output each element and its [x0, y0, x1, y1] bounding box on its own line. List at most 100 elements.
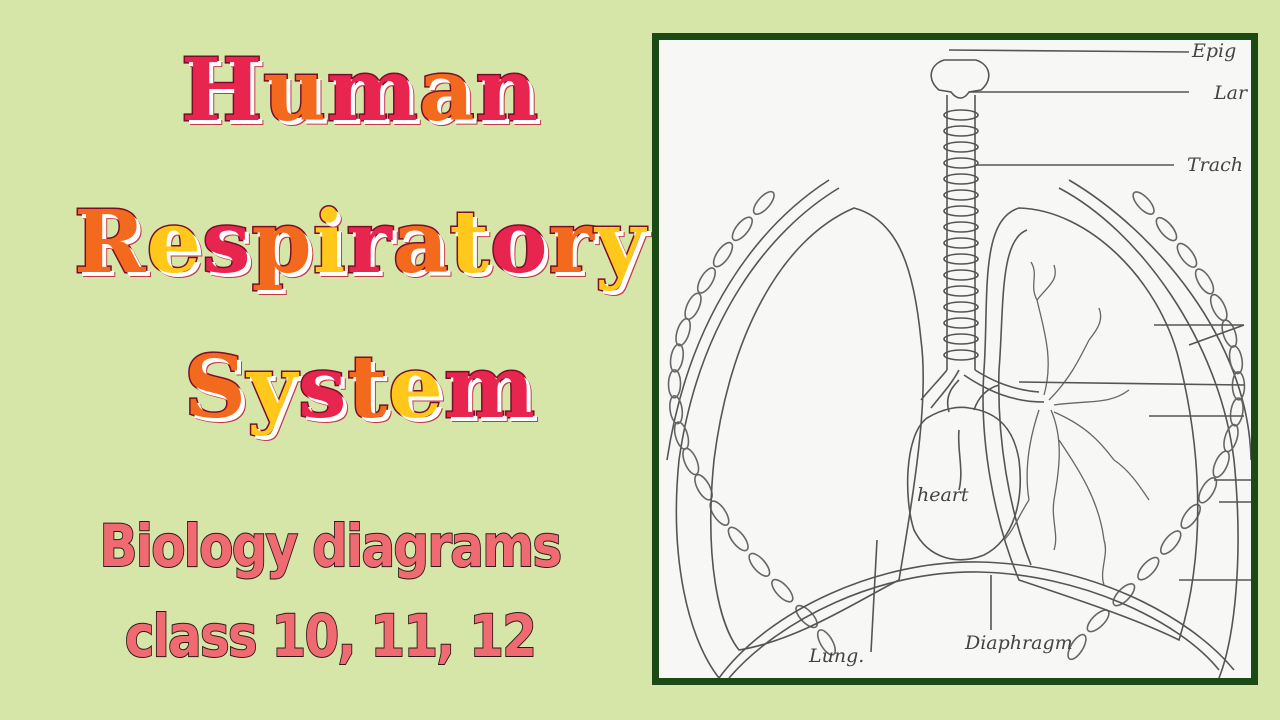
title-letter: s	[297, 337, 348, 438]
rib-link	[752, 190, 775, 215]
title-word-respiratory: Respiratory	[73, 198, 647, 287]
label-trachea: Trach	[1187, 154, 1243, 176]
title-letter: a	[391, 192, 450, 293]
rib-link	[1155, 216, 1178, 242]
bronchus-right	[963, 369, 1045, 403]
title-letter: p	[250, 192, 313, 293]
label-line-epiglottis	[948, 49, 1190, 53]
rib-link	[748, 552, 771, 577]
trachea-ring	[943, 333, 979, 345]
trachea-ring	[943, 253, 979, 265]
title-letter: H	[179, 40, 264, 141]
rib-links-left	[667, 190, 837, 656]
label-line-lung	[870, 539, 878, 653]
diaphragm	[728, 571, 1220, 678]
title-letter: i	[311, 192, 347, 293]
title-letter: S	[183, 337, 248, 438]
trachea-ring	[943, 205, 979, 217]
rib-link	[731, 216, 753, 242]
trachea	[943, 95, 979, 370]
label-larynx: Lar	[1214, 82, 1248, 104]
rib-link	[1198, 477, 1218, 504]
right-lung	[982, 207, 1199, 642]
title-letter: n	[474, 40, 540, 141]
rib-link	[682, 447, 700, 476]
rib-link	[1209, 293, 1228, 322]
rib-cage-left	[666, 179, 840, 678]
diagram-frame: Epig Lar Trach heart Lung. Diaphragm	[652, 33, 1258, 685]
trachea-ring	[943, 269, 979, 281]
title-letter: t	[346, 337, 389, 438]
title-line-2: Respiratory	[0, 198, 720, 287]
rib-links-right	[1067, 191, 1246, 661]
rib-link	[667, 369, 682, 399]
rib-cage-right	[1058, 179, 1251, 678]
title-letter: a	[417, 40, 476, 141]
rib-link	[675, 317, 691, 347]
label-heart: heart	[917, 484, 969, 506]
heart-vessels	[946, 379, 1000, 491]
title-line-1: Human	[0, 46, 720, 135]
title-letter: r	[345, 192, 393, 293]
title-word-system: System	[183, 343, 537, 432]
rib-link	[1231, 371, 1246, 401]
trachea-ring	[943, 349, 979, 361]
epiglottis	[930, 59, 990, 99]
rib-link	[669, 343, 685, 373]
title-line-3: System	[0, 343, 720, 432]
rib-link	[795, 604, 818, 629]
label-diaphragm: Diaphragm	[965, 632, 1073, 654]
trachea-ring	[943, 141, 979, 153]
trachea-ring	[943, 237, 979, 249]
rib-link	[816, 629, 837, 656]
subtitle-line-2: class 10, 11, 12	[124, 601, 538, 671]
trachea-ring	[943, 125, 979, 137]
rib-link	[1212, 450, 1230, 478]
title-letter: e	[145, 192, 203, 293]
trachea-ring	[943, 285, 979, 297]
heart	[906, 406, 1022, 561]
respiratory-diagram	[666, 49, 1251, 678]
bronchus-left	[920, 369, 960, 409]
label-lung: Lung.	[809, 645, 865, 667]
trachea-ring	[943, 301, 979, 313]
title-letter: y	[593, 192, 646, 293]
rib-link	[669, 395, 684, 425]
title-letter: u	[262, 40, 328, 141]
rib-link	[1132, 191, 1155, 215]
rib-link	[727, 526, 749, 552]
right-callouts	[1018, 324, 1251, 581]
trachea-ring	[943, 317, 979, 329]
rib-link	[1194, 268, 1215, 295]
trachea-ring	[943, 173, 979, 185]
rib-link	[771, 578, 794, 603]
title-letter: R	[73, 192, 147, 293]
right-lung-inner	[997, 229, 1032, 566]
trachea-ring	[943, 109, 979, 121]
trachea-ring	[943, 221, 979, 233]
trachea-ring	[943, 189, 979, 201]
title-word-human: Human	[179, 46, 539, 135]
rib-link	[1228, 345, 1244, 375]
rib-link	[1067, 633, 1087, 661]
rib-link	[684, 292, 702, 321]
subtitle-line-1: Biology diagrams	[99, 511, 563, 581]
rib-link	[712, 241, 734, 268]
title-letter: s	[201, 192, 252, 293]
title-letter: y	[246, 337, 299, 438]
title-letter: e	[387, 337, 445, 438]
trachea-ring	[943, 157, 979, 169]
title-letter: r	[547, 192, 595, 293]
title-letter: m	[442, 337, 536, 438]
label-epiglottis: Epig	[1192, 40, 1237, 62]
title-letter: t	[448, 192, 491, 293]
rib-link	[1176, 242, 1198, 268]
rib-link	[694, 473, 713, 501]
rib-link	[1221, 319, 1238, 348]
rib-link	[1159, 530, 1182, 555]
rib-link	[696, 267, 716, 294]
left-lung	[710, 207, 925, 651]
rib-link	[1137, 556, 1160, 581]
title-letter: m	[325, 40, 419, 141]
rib-link	[1180, 503, 1201, 530]
